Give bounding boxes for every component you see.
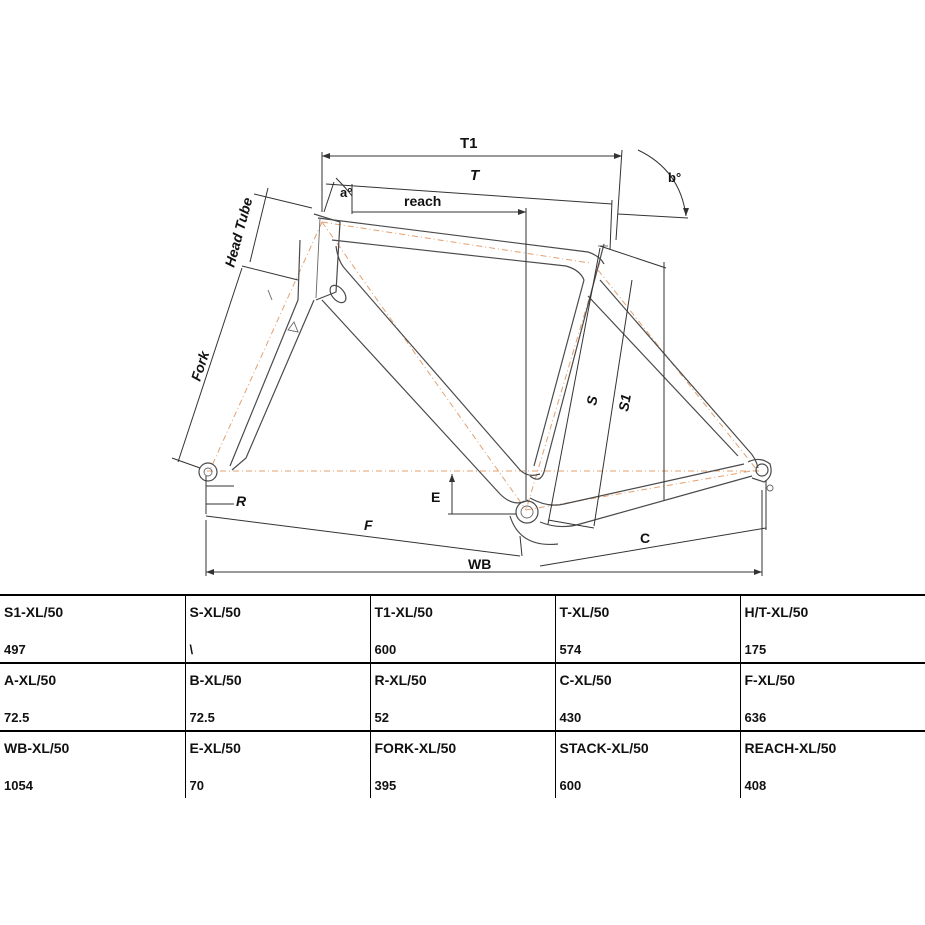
cell-label: WB-XL/50	[4, 740, 70, 756]
cell-label: T1-XL/50	[374, 604, 433, 620]
cell-value: 72.5	[4, 710, 30, 725]
cell-value: 574	[559, 642, 582, 657]
table-cell: S-XL/50 \	[184, 594, 370, 663]
cell-label: C-XL/50	[559, 672, 612, 688]
cell-value: 1054	[4, 778, 33, 793]
table-cell: WB-XL/50 1054	[0, 730, 185, 798]
dimension-labels: T1 T a° b° reach Head Tube Fork S S1 E R…	[188, 135, 682, 572]
cell-value: 72.5	[189, 710, 215, 725]
cell-label: B-XL/50	[189, 672, 242, 688]
cell-label: FORK-XL/50	[374, 740, 457, 756]
cell-value: 600	[374, 642, 397, 657]
cell-value: \	[189, 642, 194, 657]
table-cell: R-XL/50 52	[369, 662, 555, 731]
table-row: A-XL/50 72.5 B-XL/50 72.5 R-XL/50 52 C-XL/5…	[0, 662, 925, 731]
table-cell: E-XL/50 70	[184, 730, 370, 798]
cell-label: E-XL/50	[189, 740, 241, 756]
cell-label: S-XL/50	[189, 604, 241, 620]
label-t: T	[470, 167, 481, 184]
cell-label: S1-XL/50	[4, 604, 64, 620]
table-cell: A-XL/50 72.5	[0, 662, 185, 731]
label-b-angle: b°	[668, 170, 681, 185]
label-a-angle: a°	[340, 185, 352, 200]
label-r: R	[236, 493, 247, 509]
label-wb: WB	[468, 556, 491, 572]
label-fork: Fork	[188, 348, 213, 383]
table-cell: REACH-XL/50 408	[739, 730, 925, 798]
cell-value: 600	[559, 778, 582, 793]
cell-value: 408	[744, 778, 767, 793]
cell-label: H/T-XL/50	[744, 604, 809, 620]
table-cell: H/T-XL/50 175	[739, 594, 925, 663]
label-e: E	[431, 489, 440, 505]
table-cell: F-XL/50 636	[739, 662, 925, 731]
cell-label: T-XL/50	[559, 604, 610, 620]
table-cell: T1-XL/50 600	[369, 594, 555, 663]
cell-value: 52	[374, 710, 389, 725]
frame-geometry-diagram: T1 T a° b° reach Head Tube Fork S S1 E R…	[171, 135, 774, 576]
label-s1: S1	[615, 393, 634, 413]
cell-value: 395	[374, 778, 397, 793]
table-cell: C-XL/50 430	[554, 662, 740, 731]
label-t1: T1	[460, 135, 478, 152]
table-row: WB-XL/50 1054 E-XL/50 70 FORK-XL/50 395 STA…	[0, 730, 925, 798]
cell-value: 430	[559, 710, 582, 725]
cell-label: REACH-XL/50	[744, 740, 837, 756]
label-f: F	[364, 517, 373, 533]
cell-value: 70	[189, 778, 204, 793]
dimension-lines	[171, 149, 767, 576]
cell-value: 636	[744, 710, 767, 725]
bike-frame-drawing	[198, 213, 774, 546]
table-row: S1-XL/50 497 S-XL/50 \ T1-XL/50 600 T-XL/50…	[0, 594, 925, 663]
cell-label: STACK-XL/50	[559, 740, 649, 756]
table-cell: STACK-XL/50 600	[554, 730, 740, 798]
table-cell: B-XL/50 72.5	[184, 662, 370, 731]
geometry-table: S1-XL/50 497 S-XL/50 \ T1-XL/50 600 T-XL/50…	[0, 594, 925, 798]
label-s: S	[583, 394, 600, 407]
cell-label: R-XL/50	[374, 672, 427, 688]
cell-label: F-XL/50	[744, 672, 796, 688]
cell-value: 175	[744, 642, 767, 657]
cell-value: 497	[4, 642, 26, 657]
cell-label: A-XL/50	[4, 672, 57, 688]
label-head-tube: Head Tube	[221, 196, 255, 269]
table-cell: S1-XL/50 497	[0, 594, 185, 663]
label-c: C	[640, 530, 650, 546]
table-cell: FORK-XL/50 395	[369, 730, 555, 798]
label-reach: reach	[404, 193, 441, 209]
table-cell: T-XL/50 574	[554, 594, 740, 663]
